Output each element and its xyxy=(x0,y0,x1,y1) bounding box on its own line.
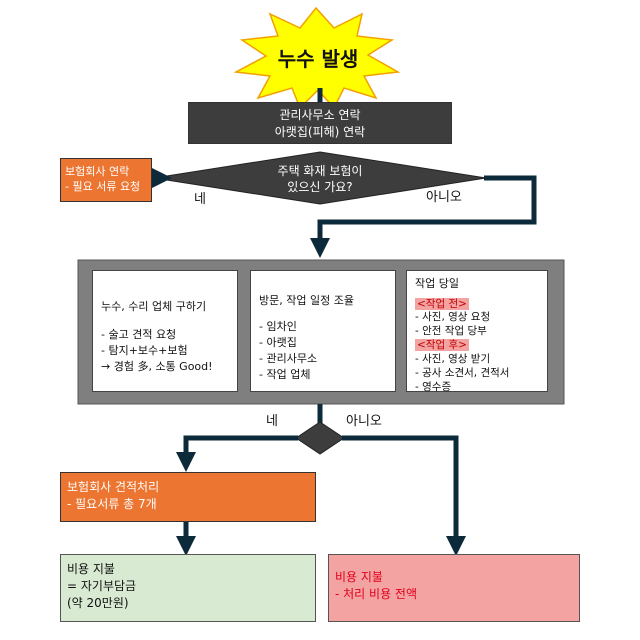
selfpay-line3: (약 20만원) xyxy=(67,595,129,610)
panel2-item: - 작업 업체 xyxy=(259,367,311,381)
panel2-item: - 아랫집 xyxy=(259,335,297,349)
selfpay-line1: 비용 지불 xyxy=(67,562,115,576)
step-panel-repair-company: 누수, 수리 업체 구하기 - 술고 견적 요청 - 탐지+보수+보험 → 경험… xyxy=(92,270,238,392)
full-cost-box: 비용 지불 - 처리 비용 전액 xyxy=(328,554,580,622)
burst-title: 누수 발생 xyxy=(278,47,359,71)
self-pay-box: 비용 지불 = 자기부담금 (약 20만원) xyxy=(60,554,316,622)
fullcost-line2: - 처리 비용 전액 xyxy=(335,586,418,601)
panel2-item: - 임차인 xyxy=(259,319,297,333)
panel1-item: → 경험 多, 소통 Good! xyxy=(101,359,213,373)
decision1-no-label: 아니오 xyxy=(426,190,462,205)
panel1-title: 누수, 수리 업체 구하기 xyxy=(101,300,207,313)
panel1-item: - 술고 견적 요청 xyxy=(101,327,177,341)
decision-diamond-insurance xyxy=(153,151,487,205)
selfpay-line2: = 자기부담금 xyxy=(67,578,137,593)
panel2-title: 방문, 작업 일정 조율 xyxy=(259,294,354,307)
fullcost-line1: 비용 지불 xyxy=(335,570,383,584)
panel3-after-item: - 영수증 xyxy=(415,380,452,393)
step-panel-schedule: 방문, 작업 일정 조율 - 임차인 - 아랫집 - 관리사무소 - 작업 업체 xyxy=(250,270,396,392)
insurance-line2: - 필요 서류 요청 xyxy=(65,180,141,194)
panel2-item: - 관리사무소 xyxy=(259,351,318,365)
decision2-no-label: 아니오 xyxy=(346,414,382,429)
step-panel-work-day: 작업 당일 <작업 전> - 사진, 영상 요청 - 안전 작업 당부 <작업 … xyxy=(406,270,548,393)
insurance-contact-box: 보험회사 연락 - 필요 서류 요청 xyxy=(60,158,152,202)
insurance-line1: 보험회사 연락 xyxy=(65,165,130,178)
claim-line2: - 필요서류 총 7개 xyxy=(67,496,157,511)
connector-no-to-full-cost xyxy=(342,435,466,556)
panel3-before-label: <작업 전> xyxy=(415,297,469,310)
decision1-line1: 주택 화재 보험이 xyxy=(278,164,363,178)
decision-diamond-claim xyxy=(295,421,345,455)
decision2-yes-label: 네 xyxy=(266,414,278,429)
panel3-title: 작업 당일 xyxy=(415,277,459,290)
contact-box: 관리사무소 연락 아랫집(피해) 연락 xyxy=(188,102,452,144)
panel1-item: - 탐지+보수+보험 xyxy=(101,343,188,357)
connector-yes-to-claim xyxy=(176,435,298,472)
contact-line2: 아랫집(피해) 연락 xyxy=(274,124,366,139)
connector-no-path xyxy=(310,175,537,258)
panel3-before-item: - 사진, 영상 요청 xyxy=(415,311,491,324)
panel3-after-item: - 공사 소견서, 견적서 xyxy=(415,366,510,379)
panel3-after-item: - 사진, 영상 받기 xyxy=(415,352,491,365)
panel3-after-label: <작업 후> xyxy=(415,339,469,352)
contact-line1: 관리사무소 연락 xyxy=(279,108,361,122)
insurance-claim-box: 보험회사 견적처리 - 필요서류 총 7개 xyxy=(60,472,316,522)
decision1-line2: 있으신 가요? xyxy=(287,180,352,194)
claim-line1: 보험회사 견적처리 xyxy=(67,480,160,494)
panel3-before-item: - 안전 작업 당부 xyxy=(415,325,487,338)
decision1-yes-label: 네 xyxy=(194,192,206,207)
